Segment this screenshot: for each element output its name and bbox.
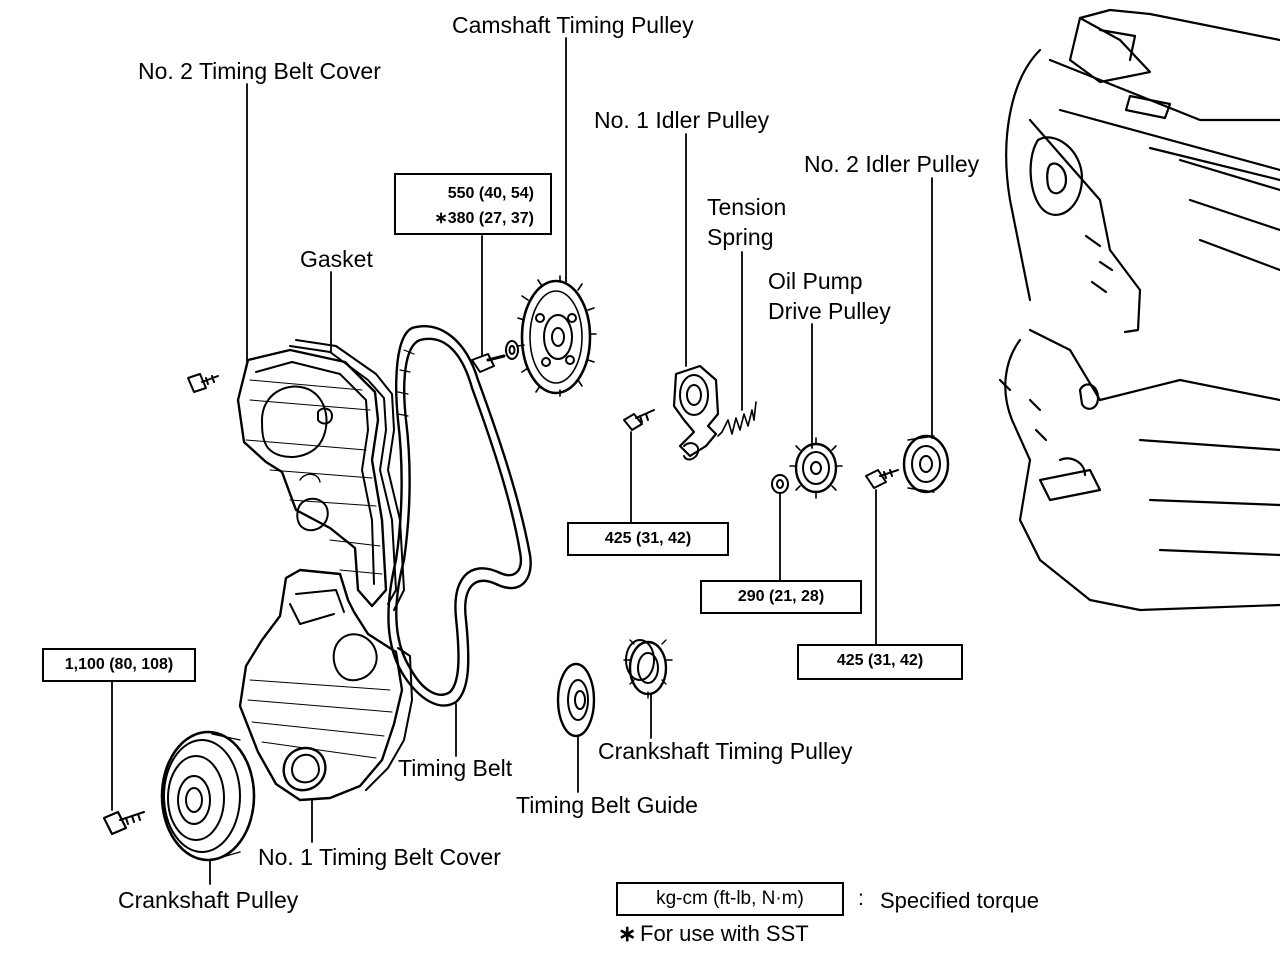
label-crankshaft-pulley: Crankshaft Pulley bbox=[118, 887, 299, 913]
leader-lines bbox=[111, 37, 933, 885]
torque-box-idler2-bolt: 425 (31, 42) bbox=[797, 644, 963, 680]
torque-camshaft-bolt-sst: ∗380 (27, 37) bbox=[434, 210, 534, 227]
torque-camshaft-bolt-standard: 550 (40, 54) bbox=[447, 185, 534, 202]
label-no2-idler-pulley: No. 2 Idler Pulley bbox=[804, 151, 980, 177]
label-camshaft-timing-pulley: Camshaft Timing Pulley bbox=[452, 12, 694, 38]
label-no2-timing-belt-cover: No. 2 Timing Belt Cover bbox=[138, 58, 381, 84]
cover-bolt-illustration bbox=[187, 373, 219, 393]
timing-belt-guide-illustration bbox=[556, 662, 596, 738]
engine-block-illustration bbox=[998, 8, 1280, 612]
torque-idler1-bolt-value: 425 (31, 42) bbox=[604, 530, 692, 547]
idler1-bolt-illustration bbox=[623, 409, 655, 431]
torque-box-idler1-bolt: 425 (31, 42) bbox=[567, 522, 729, 556]
torque-box-oil-pump-nut: 290 (21, 28) bbox=[700, 580, 862, 614]
label-oil-pump-drive-pulley-line1: Oil Pump bbox=[768, 268, 863, 294]
label-oil-pump-drive-pulley-line2: Drive Pulley bbox=[768, 298, 891, 324]
legend-sst-asterisk: ∗ bbox=[618, 921, 637, 946]
torque-oil-pump-nut-value: 290 (21, 28) bbox=[737, 588, 825, 605]
crankshaft-timing-pulley-illustration bbox=[623, 639, 673, 699]
oil-pump-nut-illustration bbox=[771, 474, 789, 494]
label-crankshaft-timing-pulley: Crankshaft Timing Pulley bbox=[598, 738, 853, 764]
label-tension-spring-line1: Tension bbox=[707, 194, 787, 220]
label-timing-belt-guide: Timing Belt Guide bbox=[516, 792, 698, 818]
no1-timing-belt-cover-illustration bbox=[238, 568, 413, 802]
label-timing-belt: Timing Belt bbox=[398, 755, 513, 781]
no1-idler-pulley-illustration bbox=[672, 364, 720, 461]
torque-idler2-bolt-value: 425 (31, 42) bbox=[836, 652, 924, 669]
legend-unit-box: kg-cm (ft-lb, N·m) bbox=[616, 882, 844, 916]
torque-box-crankshaft-bolt: 1,100 (80, 108) bbox=[42, 648, 196, 682]
torque-box-camshaft-bolt: 550 (40, 54) ∗380 (27, 37) bbox=[394, 173, 552, 235]
tension-spring-illustration bbox=[717, 401, 757, 437]
torque-crankshaft-bolt-value: 1,100 (80, 108) bbox=[64, 656, 174, 673]
oil-pump-drive-pulley-illustration bbox=[789, 437, 843, 499]
label-no1-idler-pulley: No. 1 Idler Pulley bbox=[594, 107, 770, 133]
legend-colon: : bbox=[858, 887, 864, 910]
crankshaft-bolt-illustration bbox=[102, 810, 145, 836]
label-no1-timing-belt-cover: No. 1 Timing Belt Cover bbox=[258, 844, 501, 870]
idler2-bolt-illustration bbox=[865, 469, 899, 489]
label-gasket: Gasket bbox=[300, 246, 373, 272]
legend-specified-torque: Specified torque bbox=[880, 888, 1039, 913]
crankshaft-pulley-illustration bbox=[160, 730, 256, 862]
legend-unit-text: kg-cm (ft-lb, N·m) bbox=[656, 888, 804, 909]
no2-timing-belt-cover-illustration bbox=[236, 348, 388, 608]
no2-idler-pulley-illustration bbox=[902, 434, 950, 494]
timing-belt-illustration bbox=[387, 325, 532, 707]
label-tension-spring-line2: Spring bbox=[707, 224, 774, 250]
camshaft-timing-pulley-illustration bbox=[517, 275, 597, 397]
legend-sst-note: For use with SST bbox=[640, 921, 809, 946]
camshaft-bolt-illustration bbox=[471, 340, 519, 373]
